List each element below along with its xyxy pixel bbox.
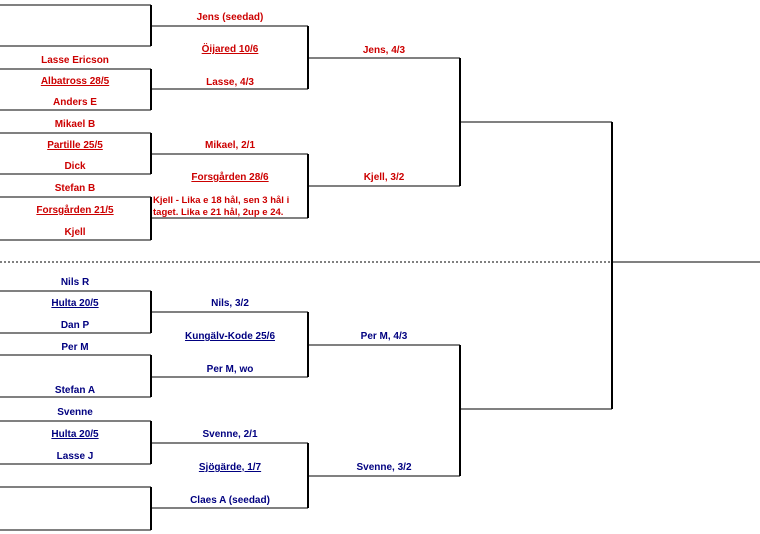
r2-winner: Per M, wo xyxy=(206,364,254,375)
r2-winner: Jens (seedad) xyxy=(196,12,264,23)
r1-player: Nils R xyxy=(60,277,90,288)
r1-venue: Hulta 20/5 xyxy=(51,429,99,440)
r2-winner: Mikael, 2/1 xyxy=(204,140,256,151)
match-note: Kjell - Lika e 18 hål, sen 3 hål i taget… xyxy=(153,195,290,218)
r1-player: Stefan A xyxy=(54,385,96,396)
r1-player: Dan P xyxy=(60,320,90,331)
r2-venue: Forsgården 28/6 xyxy=(191,172,269,183)
r3-winner: Jens, 4/3 xyxy=(362,45,406,56)
r2-winner: Nils, 3/2 xyxy=(211,298,249,309)
r2-venue: Sjögärde, 1/7 xyxy=(198,462,262,473)
r1-player: Lasse J xyxy=(56,451,94,462)
r2-venue: Kungälv-Kode 25/6 xyxy=(184,331,276,342)
r1-player: Per M xyxy=(61,342,89,353)
r1-venue: Forsgården 21/5 xyxy=(36,205,114,216)
r2-venue: Öijared 10/6 xyxy=(201,44,259,55)
r2-winner: Svenne, 2/1 xyxy=(202,429,258,440)
r1-player: Mikael B xyxy=(54,119,96,130)
r1-player: Dick xyxy=(64,161,86,172)
r2-winner: Claes A (seedad) xyxy=(190,495,270,506)
r3-winner: Kjell, 3/2 xyxy=(363,172,405,183)
r1-venue: Hulta 20/5 xyxy=(51,298,99,309)
r1-player: Lasse Ericson xyxy=(41,55,109,66)
r3-winner: Per M, 4/3 xyxy=(360,331,408,342)
r3-winner: Svenne, 3/2 xyxy=(356,462,412,473)
r2-winner: Lasse, 4/3 xyxy=(206,77,254,88)
r1-player: Kjell xyxy=(64,227,86,238)
r1-venue: Albatross 28/5 xyxy=(40,76,110,87)
r1-player: Svenne xyxy=(57,407,93,418)
r1-venue: Partille 25/5 xyxy=(47,140,103,151)
r1-player: Stefan B xyxy=(54,183,96,194)
r1-player: Anders E xyxy=(53,97,97,108)
